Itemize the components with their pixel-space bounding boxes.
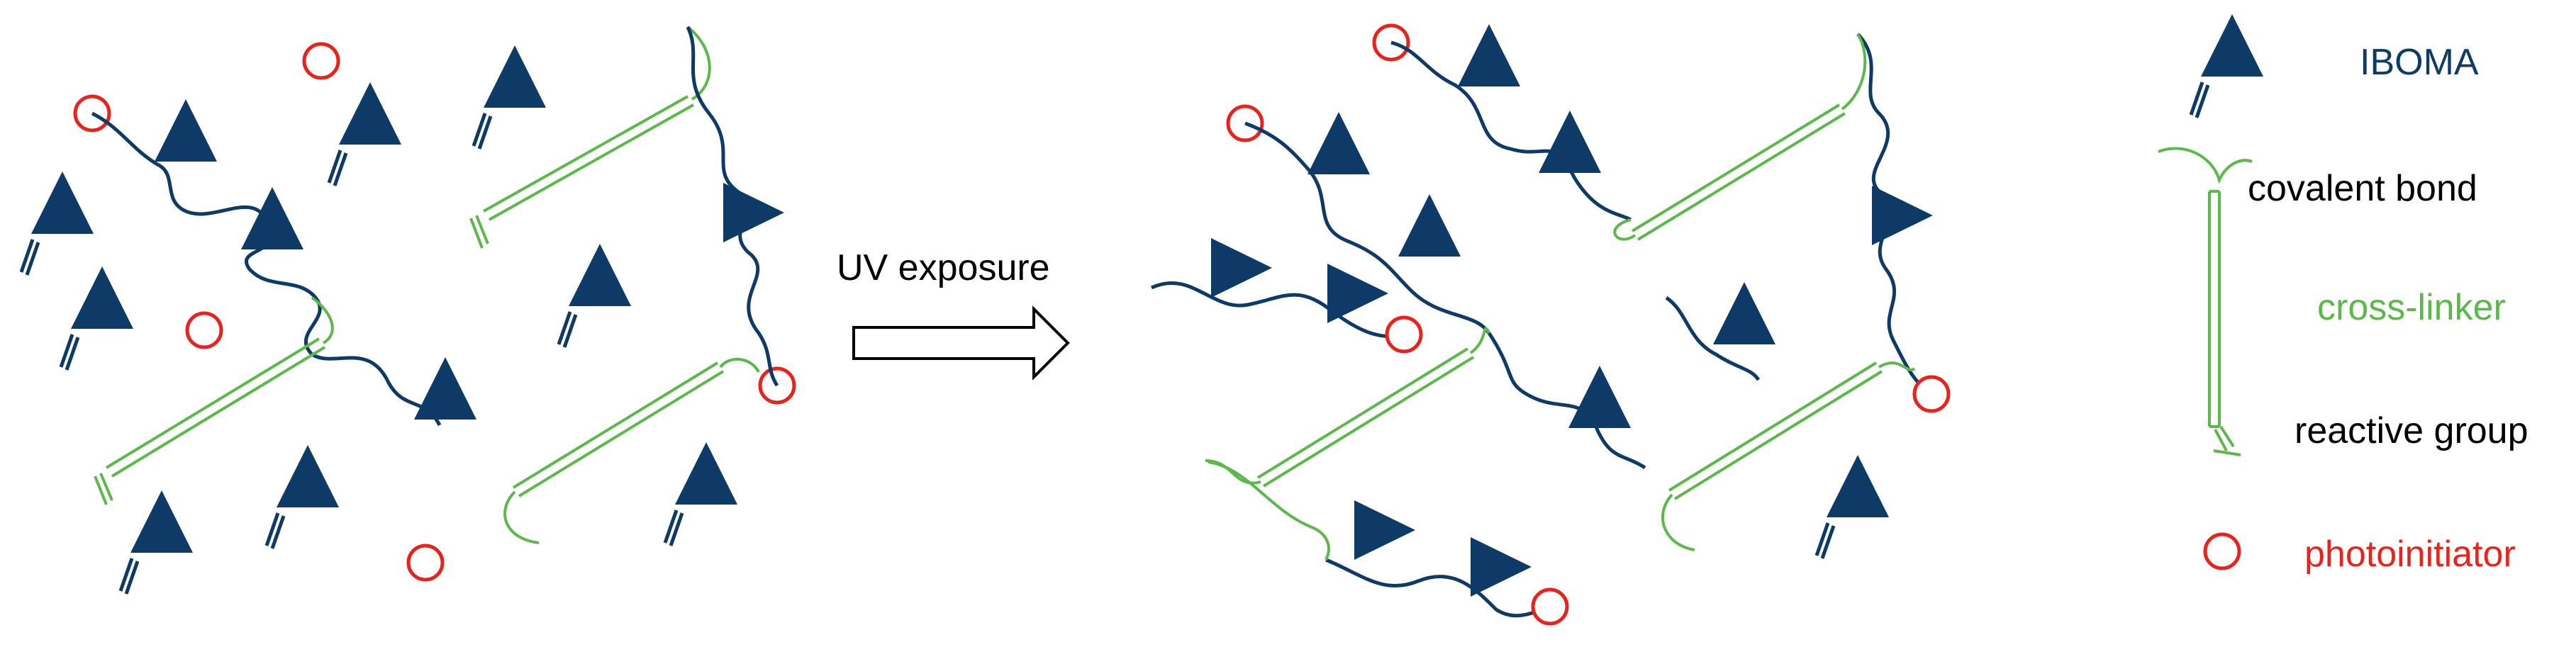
polymer-chain bbox=[91, 111, 442, 427]
cross-linker bbox=[94, 296, 334, 505]
iboma-monomer bbox=[559, 244, 631, 347]
polymer-chain bbox=[1390, 40, 1632, 222]
photoinitiator-marker bbox=[1914, 377, 1948, 411]
iboma-monomer bbox=[474, 45, 546, 149]
cross-linker bbox=[503, 357, 760, 544]
polymer-chain bbox=[1325, 558, 1551, 618]
legend-cross-linker-symbol bbox=[2208, 190, 2221, 428]
legend-reactive-group-symbol bbox=[2213, 425, 2241, 456]
legend-covalent-bond-symbol bbox=[2158, 147, 2253, 184]
iboma-unit bbox=[1713, 282, 1775, 344]
iboma-unit bbox=[1568, 366, 1631, 428]
legend-photoinitiator-label: photoinitiator bbox=[2304, 534, 2516, 575]
legend bbox=[2158, 14, 2263, 570]
iboma-unit bbox=[1398, 194, 1461, 257]
before-panel bbox=[21, 26, 794, 594]
iboma-unit bbox=[1471, 537, 1532, 597]
iboma-unit bbox=[1354, 500, 1415, 560]
photoinitiator-marker bbox=[304, 44, 338, 78]
iboma-unit bbox=[1327, 264, 1388, 323]
iboma-unit bbox=[1307, 112, 1370, 174]
photoinitiator-marker bbox=[187, 313, 221, 347]
legend-covalent-bond-label: covalent bond bbox=[2248, 168, 2477, 209]
iboma-monomer bbox=[121, 490, 193, 594]
legend-cross-linker-label: cross-linker bbox=[2317, 287, 2506, 328]
uv-process-arrow bbox=[852, 305, 1070, 381]
legend-reactive-group-label: reactive group bbox=[2295, 410, 2528, 451]
cross-linker bbox=[469, 26, 711, 249]
iboma-monomer bbox=[61, 266, 133, 370]
legend-iboma-label: IBOMA bbox=[2360, 42, 2479, 83]
legend-photoinitiator-symbol bbox=[2203, 532, 2241, 570]
iboma-unit bbox=[1539, 111, 1601, 173]
polymer-chain bbox=[1665, 296, 1761, 381]
cross-linker bbox=[1205, 327, 1490, 488]
iboma-unit bbox=[241, 187, 303, 249]
iboma-unit bbox=[1458, 24, 1520, 86]
photoinitiator-marker bbox=[1533, 590, 1567, 624]
iboma-unit bbox=[1872, 186, 1933, 245]
covalent-bond bbox=[1208, 461, 1330, 561]
cross-linker bbox=[1661, 361, 1916, 551]
after-panel bbox=[1150, 24, 1948, 624]
iboma-unit bbox=[723, 183, 784, 242]
uv-exposure-label: UV exposure bbox=[837, 247, 1050, 288]
iboma-monomer bbox=[267, 445, 339, 548]
polymer-chain bbox=[1150, 281, 1405, 339]
iboma-monomer bbox=[21, 171, 94, 275]
iboma-unit bbox=[414, 357, 476, 420]
iboma-monomer bbox=[1817, 455, 1889, 558]
iboma-monomer bbox=[665, 442, 737, 546]
polymer-chain bbox=[1487, 332, 1646, 470]
iboma-unit bbox=[1211, 238, 1272, 298]
polymer-chain bbox=[1244, 121, 1491, 334]
photoinitiator-marker bbox=[408, 546, 442, 580]
photoinitiator-marker bbox=[1387, 317, 1421, 351]
legend-iboma-symbol bbox=[2191, 14, 2263, 118]
iboma-monomer bbox=[329, 82, 401, 186]
iboma-unit bbox=[155, 99, 217, 162]
cross-linker bbox=[1613, 33, 1867, 241]
